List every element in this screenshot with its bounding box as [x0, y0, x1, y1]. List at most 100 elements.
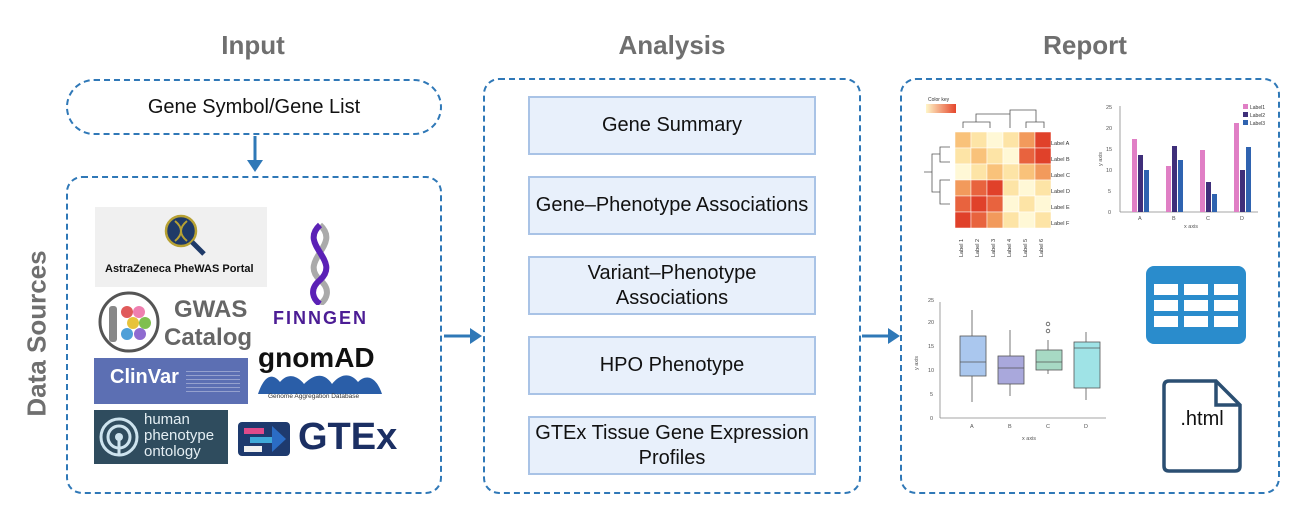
heatmap-color-key — [926, 104, 956, 113]
bar — [1240, 170, 1245, 212]
svg-text:5: 5 — [1108, 189, 1111, 195]
data-sources-label: Data Sources — [21, 250, 52, 417]
bar — [1178, 160, 1183, 212]
heatmap-row-label: Label D — [1051, 189, 1070, 195]
heatmap-col-labels: Label 1 Label 2 Label 3 Label 4 Label 5 … — [959, 239, 1045, 257]
bar — [1144, 170, 1149, 212]
analysis-gene-summary: Gene Summary — [528, 96, 816, 155]
svg-text:10: 10 — [1106, 168, 1112, 174]
svg-text:25: 25 — [1106, 105, 1112, 111]
heatmap-cell — [954, 131, 972, 149]
finngen-text: FINNGEN — [273, 308, 368, 328]
heatmap-cell — [1018, 163, 1036, 181]
hpo-logo: human phenotype ontology — [94, 410, 228, 464]
heatmap-col-label: Label 3 — [991, 239, 997, 257]
heatmap-cell — [954, 163, 972, 181]
right-arrow-2 — [862, 328, 900, 344]
bar — [1246, 147, 1251, 212]
bar — [1206, 182, 1211, 212]
heatmap-cell — [954, 147, 972, 165]
heatmap-row-labels: Label A Label B Label C Label D Label E … — [1051, 141, 1070, 227]
heatmap-row-label: Label F — [1051, 221, 1070, 227]
table-icon — [1146, 266, 1246, 344]
svg-text:15: 15 — [1106, 147, 1112, 153]
gtex-text: GTEx — [298, 416, 398, 458]
heatmap-row-label: Label E — [1051, 205, 1070, 211]
bar-legend-item: Label2 — [1250, 113, 1265, 119]
box — [997, 355, 1025, 385]
analysis-title: Analysis — [618, 30, 726, 60]
svg-text:D: D — [1084, 424, 1088, 430]
heatmap-row-label: Label C — [1051, 173, 1070, 179]
heatmap-cell — [1034, 211, 1052, 229]
gwas-text-1: GWAS — [174, 296, 248, 323]
analysis-variant-phenotype: Variant–Phenotype Associations — [528, 256, 816, 315]
analysis-box — [483, 78, 861, 494]
svg-text:0: 0 — [930, 416, 933, 422]
svg-text:B: B — [1172, 216, 1176, 222]
heatmap-cell — [986, 179, 1004, 197]
svg-text:A: A — [1138, 216, 1142, 222]
gene-input-label: Gene Symbol/Gene List — [147, 95, 361, 118]
heatmap-cell — [1018, 147, 1036, 165]
svg-text:B: B — [1008, 424, 1012, 430]
analysis-gtex-expression: GTEx Tissue Gene Expression Profiles — [528, 416, 816, 475]
heatmap-cell — [1034, 195, 1052, 213]
html-file-label: .html — [1180, 408, 1224, 430]
heatmap-cell — [986, 147, 1004, 165]
right-arrow-1 — [444, 328, 482, 344]
heatmap-cell — [1034, 179, 1052, 197]
bar-ylabel: y axis — [1098, 152, 1104, 166]
bar-legend: Label1 Label2 Label3 — [1243, 104, 1265, 127]
input-title: Input — [221, 30, 285, 60]
heatmap-cell — [1002, 211, 1020, 229]
heatmap-cell — [954, 195, 972, 213]
heatmap-cell — [986, 131, 1004, 149]
heatmap-cell — [1018, 195, 1036, 213]
box — [959, 335, 987, 377]
heatmap-cell — [1018, 179, 1036, 197]
heatmap-cell — [1002, 131, 1020, 149]
gnomad-text: gnomAD — [258, 342, 375, 373]
magnifier-dna-icon — [164, 214, 206, 256]
gnomad-waves-icon — [258, 375, 382, 394]
box — [1073, 341, 1101, 389]
bar-legend-item: Label3 — [1250, 121, 1265, 127]
analysis-hpo-phenotype: HPO Phenotype — [528, 336, 816, 395]
heatmap-col-label: Label 1 — [959, 239, 965, 257]
heatmap-col-label: Label 5 — [1023, 239, 1029, 257]
clinvar-pattern — [186, 368, 240, 392]
heatmap-cell — [1018, 211, 1036, 229]
heatmap-col-label: Label 2 — [975, 239, 981, 257]
gene-input-box: Gene Symbol/Gene List — [66, 79, 442, 135]
heatmap-cell — [1002, 163, 1020, 181]
heatmap-cell — [1034, 163, 1052, 181]
heatmap-cell — [1018, 131, 1036, 149]
svg-text:20: 20 — [1106, 126, 1112, 132]
bar — [1172, 146, 1177, 212]
bar-bars — [1132, 123, 1251, 212]
bar-xlabel: x axis — [1184, 224, 1198, 230]
heatmap-cell — [1034, 147, 1052, 165]
bar-legend-item: Label1 — [1250, 105, 1265, 111]
gwas-catalog-icon — [98, 291, 160, 353]
gwas-text-2: Catalog — [164, 324, 253, 351]
heatmap-cell — [986, 163, 1004, 181]
analysis-gene-phenotype: Gene–Phenotype Associations — [528, 176, 816, 235]
hpo-text-1: human — [144, 411, 190, 428]
svg-text:10: 10 — [928, 368, 934, 374]
heatmap-cell — [970, 195, 988, 213]
svg-text:D: D — [1240, 216, 1244, 222]
box-x-ticks: A B C D — [970, 424, 1088, 430]
svg-text:A: A — [970, 424, 974, 430]
heatmap-cell — [970, 163, 988, 181]
heatmap-key-label: Color key — [928, 97, 950, 103]
svg-text:20: 20 — [928, 320, 934, 326]
svg-text:C: C — [1046, 424, 1050, 430]
heatmap-cell — [1034, 131, 1052, 149]
heatmap-cell — [1002, 147, 1020, 165]
heatmap-cell — [970, 211, 988, 229]
